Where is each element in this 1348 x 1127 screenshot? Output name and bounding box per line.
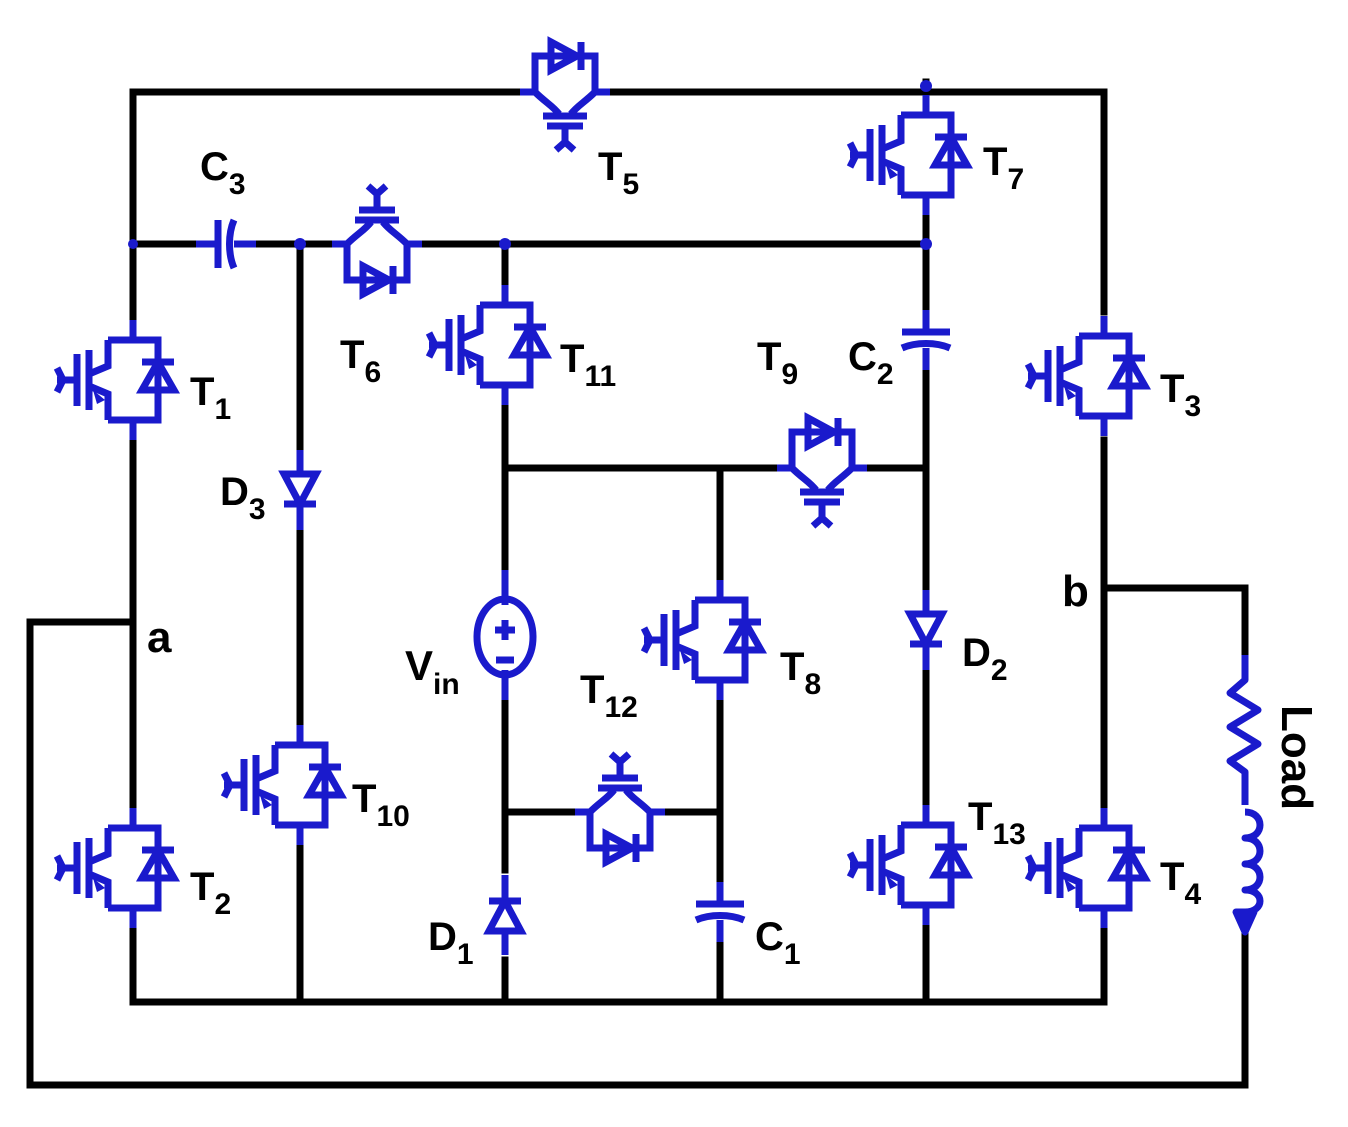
switch-t9-symbol	[777, 418, 867, 526]
switch-t6-symbol	[332, 186, 422, 294]
label-t3: T3	[1160, 367, 1201, 423]
label-t9: T9	[757, 335, 798, 391]
label-c2: C2	[848, 335, 894, 391]
label-vin: Vin	[405, 642, 460, 701]
label-t10: T10	[352, 777, 410, 833]
label-t11: T11	[560, 337, 616, 393]
capacitor-c3-symbol	[196, 220, 256, 268]
junction-dot	[499, 238, 511, 250]
label-t7: T7	[983, 140, 1024, 196]
node-label-a: a	[147, 613, 172, 662]
junctions	[128, 80, 932, 250]
junction-dot	[920, 80, 932, 92]
node-label-b: b	[1062, 567, 1089, 616]
switch-t3-symbol	[1028, 316, 1145, 436]
junction-dot	[128, 239, 138, 249]
junction-dot	[920, 238, 932, 250]
labels: a b T1 T2 T3 T4 T5 T6 T7 T8 T9 T10 T11 T…	[147, 140, 1321, 971]
capacitor-c1-symbol	[696, 882, 744, 942]
junction-dot	[294, 238, 306, 250]
switch-t10-symbol	[224, 725, 341, 845]
diode-d1-symbol	[489, 875, 521, 955]
wire-outer-loop	[26, 618, 1249, 1089]
label-t6: T6	[340, 333, 381, 389]
label-t4: T4	[1160, 855, 1201, 911]
switch-t1-symbol	[57, 320, 174, 440]
label-t8: T8	[780, 645, 821, 701]
label-t13: T13	[968, 795, 1026, 851]
switch-t2-symbol	[57, 808, 174, 928]
label-load: Load	[1272, 705, 1321, 810]
switch-t5-symbol	[520, 42, 610, 150]
wire-load-top	[1100, 584, 1249, 664]
label-c3: C3	[200, 145, 246, 201]
diode-d2-symbol	[910, 590, 942, 670]
devices	[57, 42, 1264, 955]
switch-t13-symbol	[850, 805, 967, 925]
label-d1: D1	[428, 915, 474, 971]
label-c1: C1	[755, 915, 801, 971]
voltage-source-symbol	[473, 570, 537, 700]
switch-t11-symbol	[429, 285, 546, 405]
switch-t12-symbol	[575, 754, 665, 862]
label-t12: T12	[580, 668, 638, 724]
load-symbol	[1226, 655, 1264, 936]
label-d2: D2	[962, 631, 1008, 687]
label-d3: D3	[220, 470, 266, 526]
capacitor-c2-symbol	[902, 310, 950, 370]
label-t2: T2	[190, 865, 231, 921]
label-t5: T5	[598, 145, 639, 201]
switch-t7-symbol	[850, 95, 967, 215]
label-t1: T1	[190, 370, 231, 426]
diode-d3-symbol	[284, 450, 316, 530]
switch-t8-symbol	[644, 580, 761, 700]
switch-t4-symbol	[1028, 808, 1145, 928]
